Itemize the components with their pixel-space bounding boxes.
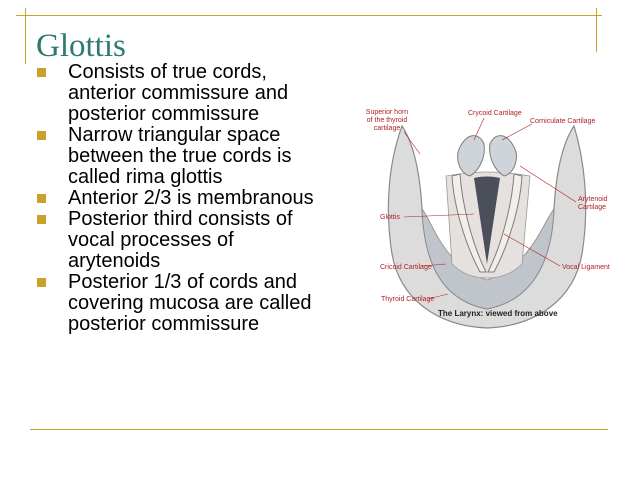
frame-line-vertical-left	[25, 8, 26, 64]
bullet-text: Consists of true cords, anterior commiss…	[68, 62, 360, 125]
bullet-line: Posterior third consists of	[68, 208, 293, 230]
bullet-text: Narrow triangular space between the true…	[68, 125, 360, 188]
bullet-line: covering mucosa are called	[68, 292, 312, 314]
frame-line-vertical-right	[596, 8, 597, 52]
bullet-line: Posterior 1/3 of cords and	[68, 271, 298, 293]
bullet-line: posterior commissure	[68, 313, 260, 335]
left-arytenoid-shape	[457, 135, 485, 177]
label-corniculate-cartilage: Corniculate Cartilage	[530, 118, 596, 125]
label-glottis: Glottis	[380, 214, 400, 221]
larynx-illustration: Superior horn of the thyroid cartilage C…	[362, 104, 610, 336]
bullet-text: Posterior 1/3 of cords and covering muco…	[68, 272, 360, 335]
bullet-line: arytenoids	[68, 250, 161, 272]
label-superior-horn: Superior horn of the thyroid cartilage	[365, 109, 409, 132]
label-cricoid-cartilage: Cricoid Cartilage	[380, 264, 432, 271]
slide-title: Glottis	[36, 28, 126, 64]
leader-line	[501, 123, 533, 141]
bullet-text: Anterior 2/3 is membranous	[68, 188, 360, 209]
bullet-line: Anterior 2/3 is membranous	[68, 187, 314, 209]
bullet-item: Posterior third consists of vocal proces…	[30, 209, 360, 272]
right-arytenoid-shape	[489, 135, 517, 177]
frame-line-bottom	[30, 429, 608, 430]
label-arytenoid-cartilage: Arytenoid Cartilage	[578, 196, 608, 211]
bullet-line: between the true cords is	[68, 145, 292, 167]
bullet-item: Consists of true cords, anterior commiss…	[30, 62, 360, 125]
square-bullet-icon	[37, 215, 46, 224]
label-thyroid-cartilage: Thyroid Cartilage	[381, 296, 435, 303]
bullet-list: Consists of true cords, anterior commiss…	[30, 62, 360, 335]
frame-line-top	[16, 15, 602, 16]
leader-line	[421, 263, 447, 267]
bullet-line: posterior commissure	[68, 103, 260, 125]
bullet-line: Consists of true cords,	[68, 61, 267, 83]
bullet-item: Posterior 1/3 of cords and covering muco…	[30, 272, 360, 335]
bullet-item: Narrow triangular space between the true…	[30, 125, 360, 188]
bullet-line: Narrow triangular space	[68, 124, 281, 146]
figure-caption: The Larynx: viewed from above	[438, 309, 558, 318]
left-vocal-cord-shape	[451, 173, 487, 273]
label-crycoid-cartilage: Crycoid Cartilage	[468, 110, 522, 117]
square-bullet-icon	[37, 278, 46, 287]
square-bullet-icon	[37, 68, 46, 77]
right-vocal-cord-shape	[487, 173, 523, 273]
larynx-drawing	[387, 117, 587, 329]
leader-line	[473, 117, 485, 141]
bullet-text: Posterior third consists of vocal proces…	[68, 209, 360, 272]
label-vocal-ligament: Vocal Ligament	[562, 264, 610, 271]
leader-line	[403, 131, 421, 155]
square-bullet-icon	[37, 131, 46, 140]
bullet-item: Anterior 2/3 is membranous	[30, 188, 360, 209]
leader-line	[403, 213, 475, 218]
square-bullet-icon	[37, 194, 46, 203]
leader-line	[519, 165, 577, 203]
bullet-line: vocal processes of	[68, 229, 234, 251]
rima-glottis-shape	[474, 176, 500, 264]
leader-line	[427, 293, 449, 300]
bullet-line: anterior commissure and	[68, 82, 289, 104]
bullet-line: called rima glottis	[68, 166, 223, 188]
leader-line	[503, 233, 561, 267]
